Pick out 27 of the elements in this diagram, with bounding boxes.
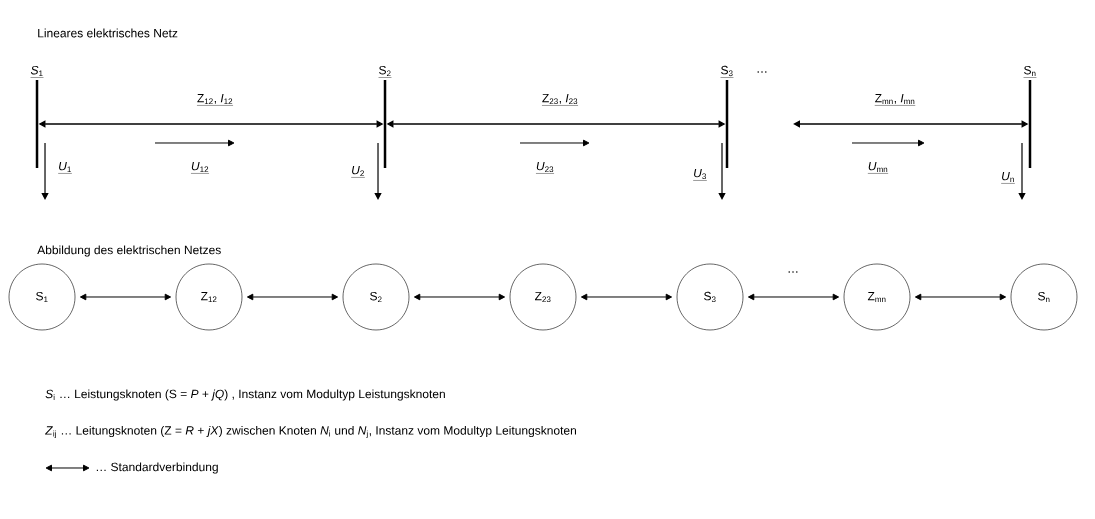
voltage-label: U$_{n}$: [1000, 171, 1016, 184]
voltage-label: U$_{mn}$: [867, 161, 889, 174]
edge-label: Z$_{12}$, I$_{12}$: [196, 94, 234, 106]
arrow: [413, 293, 506, 301]
edge-label: Z$_{23}$, I$_{23}$: [541, 93, 579, 106]
legend-text: S$_{i}$ … Leistungsknoten (S = P + jQ) , Instanz vom Modultyp Leistungsknoten: [45, 389, 445, 401]
voltage-label: U$_{1}$: [58, 161, 73, 174]
voltage-label: U$_{3}$: [692, 168, 708, 181]
title: Lineares elektrisches Netz: [38, 28, 178, 38]
ellipsis: …: [757, 71, 767, 73]
arrow: [79, 293, 172, 301]
voltage-label: U$_{2}$: [350, 165, 366, 178]
arrow: [914, 293, 1007, 301]
ellipsis: …: [788, 271, 798, 273]
arrow: [747, 293, 840, 301]
section-heading: Abbildung des elektrischen Netzes: [37, 245, 221, 257]
arrow: [580, 293, 673, 301]
bus-label: S$_{n}$: [1023, 65, 1037, 78]
voltage-label: U$_{23}$: [535, 161, 555, 174]
bus-label: S$_{2}$: [378, 65, 392, 78]
legend-text: … Standardverbindung: [96, 462, 218, 474]
voltage-label: U$_{12}$: [190, 161, 210, 174]
bus-label: S$_{1}$: [30, 65, 44, 78]
arrow: [246, 293, 339, 301]
bus-label: S$_{3}$: [720, 65, 734, 78]
edge-label: Z$_{mn}$, I$_{mn}$: [874, 94, 916, 106]
legend-text: Z$_{ij}$ … Leitungsknoten (Z = R + jX) zwischen Knoten N$_{i}$ und N$_{j}$, Instanz vom Modultyp Leitungsknoten: [45, 425, 576, 439]
